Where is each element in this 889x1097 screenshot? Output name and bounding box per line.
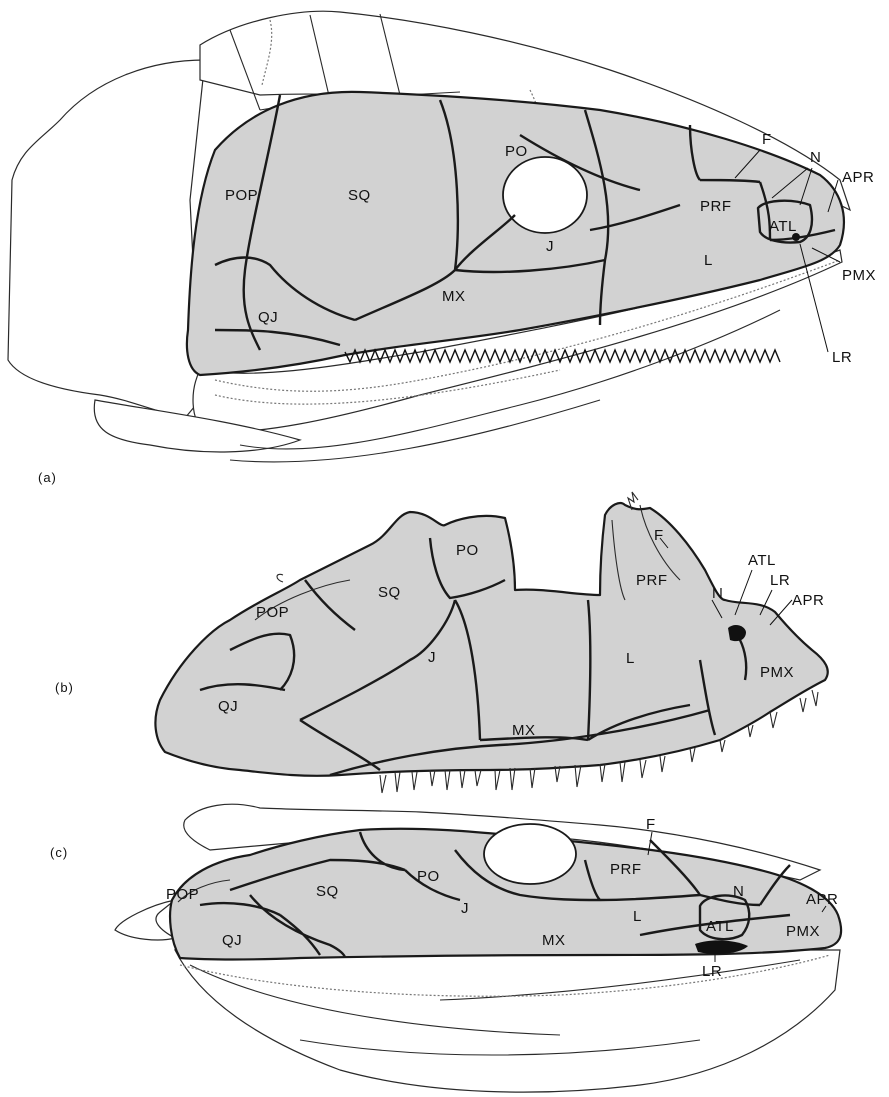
panel-b-label-pmx: PMX <box>760 664 794 681</box>
panel-b-label-atl: ATL <box>748 552 776 569</box>
panel-a-label-n: N <box>810 149 821 166</box>
panel-c-label-atl: ATL <box>706 918 734 935</box>
panel-b-label-j: J <box>428 649 436 666</box>
panel-b-label-sq: SQ <box>378 584 401 601</box>
panel-a-label-atl: ATL <box>769 218 797 235</box>
panel-a-label-j: J <box>546 238 554 255</box>
panel-b-label-l: L <box>626 650 635 667</box>
panel-b: PO F PRF ATL SQ N LR APR POP J L PMX QJ … <box>55 492 828 793</box>
panel-c-label-f: F <box>646 816 656 833</box>
panel-a-orbit <box>503 157 587 233</box>
panel-c-label-po: PO <box>417 868 440 885</box>
panel-c-label-qj: QJ <box>222 932 242 949</box>
panel-a-tag: (a) <box>38 470 57 485</box>
panel-b-label-apr: APR <box>792 592 824 609</box>
panel-c-label-j: J <box>461 900 469 917</box>
panel-c-label-pmx: PMX <box>786 923 820 940</box>
panel-b-label-po: PO <box>456 542 479 559</box>
panel-a-label-po: PO <box>505 143 528 160</box>
panel-b-skull-fragment <box>155 503 827 776</box>
panel-c-label-lr: LR <box>702 963 722 980</box>
panel-c-tag: (c) <box>50 845 68 860</box>
panel-c-gill-flap <box>115 900 175 940</box>
panel-a-label-l: L <box>704 252 713 269</box>
panel-b-label-n: N <box>712 585 723 602</box>
panel-c-label-apr: APR <box>806 891 838 908</box>
panel-a-label-pop: POP <box>225 187 258 204</box>
panel-a-label-mx: MX <box>442 288 466 305</box>
panel-a-opercular-outline <box>8 60 205 418</box>
panel-b-tag: (b) <box>55 680 74 695</box>
panel-c-label-mx: MX <box>542 932 566 949</box>
panel-a-label-lr: LR <box>832 349 852 366</box>
panel-b-label-qj: QJ <box>218 698 238 715</box>
panel-c-label-sq: SQ <box>316 883 339 900</box>
panel-c-ventral-outline <box>175 950 840 1092</box>
panel-a-label-f: F <box>762 131 772 148</box>
panel-a-label-pmx: PMX <box>842 267 876 284</box>
panel-c: PO F PRF POP SQ N APR J L ATL PMX QJ MX … <box>50 804 841 1092</box>
panel-b-label-mx: MX <box>512 722 536 739</box>
panel-a: PO F N APR POP SQ PRF ATL J L PMX MX QJ … <box>8 11 876 485</box>
panel-b-label-lr: LR <box>770 572 790 589</box>
panel-a-label-apr: APR <box>842 169 874 186</box>
panel-c-label-prf: PRF <box>610 861 642 878</box>
panel-a-label-sq: SQ <box>348 187 371 204</box>
panel-c-label-pop: POP <box>166 886 199 903</box>
panel-c-label-l: L <box>633 908 642 925</box>
panel-b-label-prf: PRF <box>636 572 668 589</box>
panel-b-label-f: F <box>654 527 664 544</box>
panel-a-label-qj: QJ <box>258 309 278 326</box>
panel-c-label-n: N <box>733 883 744 900</box>
panel-b-label-pop: POP <box>256 604 289 621</box>
panel-a-label-prf: PRF <box>700 198 732 215</box>
panel-c-orbit <box>484 824 576 884</box>
